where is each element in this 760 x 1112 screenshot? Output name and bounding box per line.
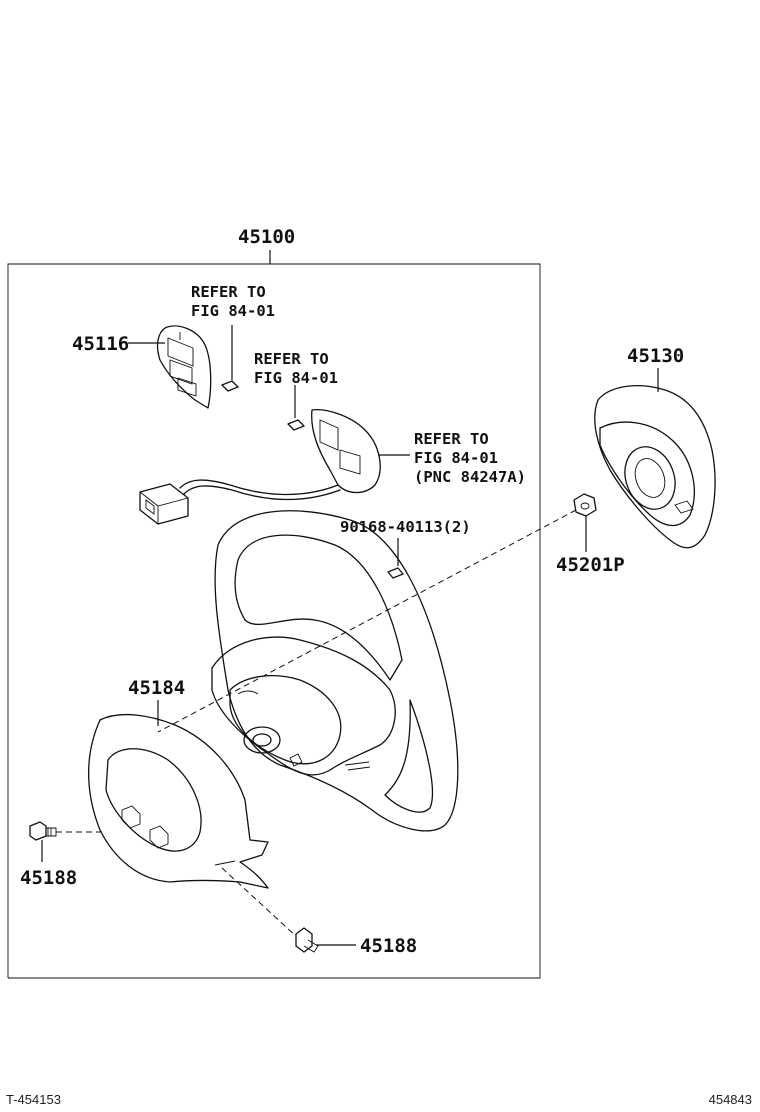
refer-note-1-line-2: FIG 84-01 [191,302,275,320]
label-assembly: 45100 [238,226,295,248]
refer-note-1-line-1: REFER TO [191,283,266,301]
footer-page-id: 454843 [708,1092,752,1107]
refer-note-2-line-1: REFER TO [254,350,329,368]
label-airbag: 45130 [627,345,684,367]
footer-illustration-id: T-454153 [6,1092,61,1107]
label-cover: 45184 [128,677,185,699]
screw-left [29,821,57,862]
steering-wheel [211,510,459,832]
small-screw [387,538,404,579]
refer-note-3-line-3: (PNC 84247A) [414,468,526,486]
label-screw-bottom: 45188 [360,935,417,957]
nut [573,493,597,552]
assembly-frame [7,250,541,979]
label-screw-small: 90168-40113(2) [340,518,471,536]
airbag-assembly [594,368,716,549]
label-screw-left: 45188 [20,867,77,889]
refer-note-3-line-2: FIG 84-01 [414,449,498,467]
refer-note-2-line-2: FIG 84-01 [254,369,338,387]
switch-assembly-right [139,385,410,525]
assembly-axis [56,509,577,939]
screw-bottom [295,927,356,953]
rear-cover [87,700,269,889]
refer-note-3-line-1: REFER TO [414,430,489,448]
label-switch-left: 45116 [72,333,129,355]
label-nut: 45201P [556,554,625,576]
switch-assembly-left [128,325,239,409]
